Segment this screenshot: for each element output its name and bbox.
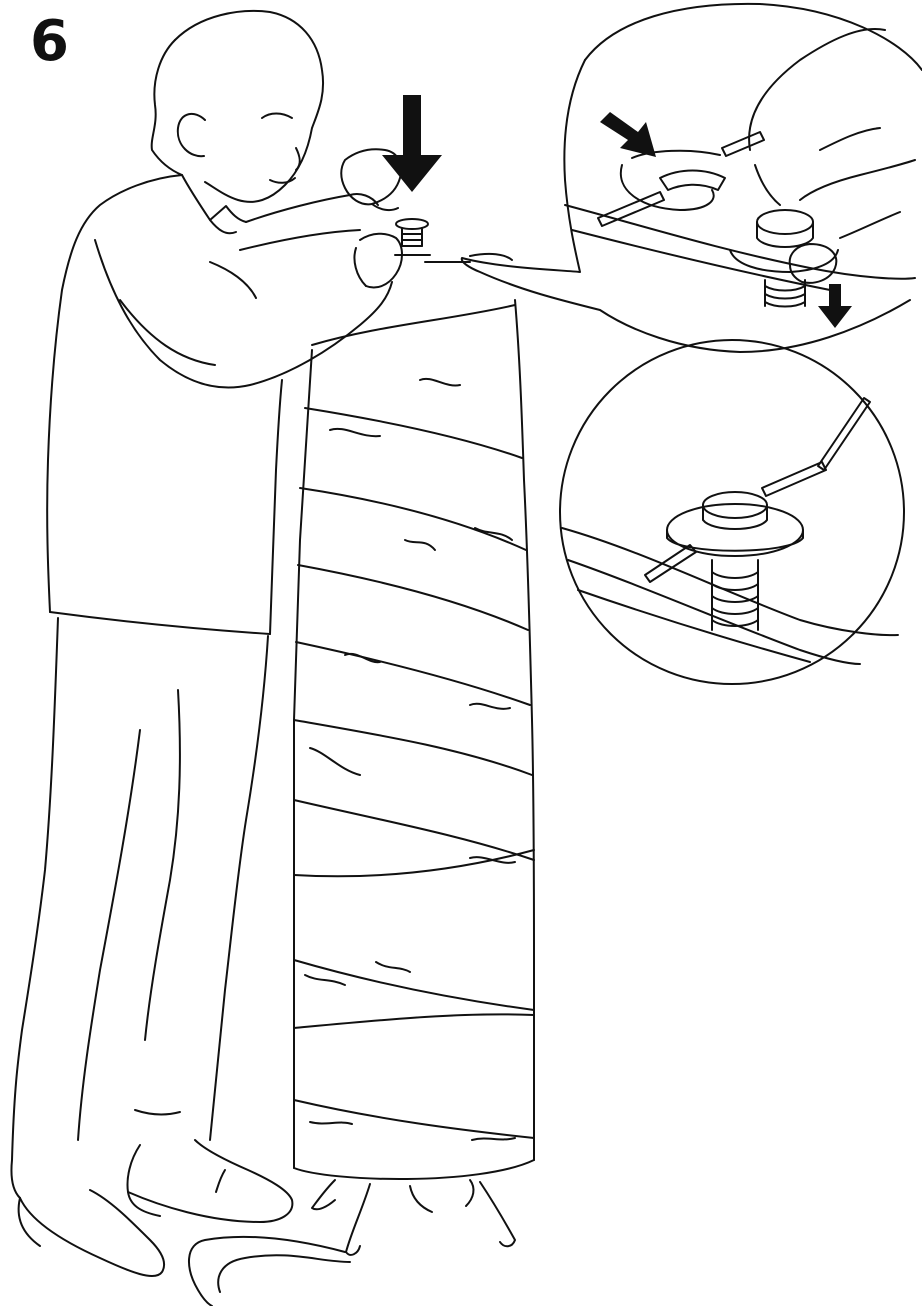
step-number: 6 bbox=[30, 9, 69, 74]
diagonal-arrow-icon bbox=[600, 112, 656, 157]
lamp-shade bbox=[293, 299, 536, 1180]
person-figure bbox=[10, 9, 403, 1277]
small-down-arrow-icon bbox=[818, 284, 852, 328]
detail-inset-after bbox=[559, 339, 905, 685]
detail-inset-before bbox=[460, 2, 922, 353]
down-arrow-icon bbox=[382, 95, 442, 192]
lamp-base bbox=[187, 1179, 516, 1306]
lamp-top-screw bbox=[394, 218, 513, 263]
